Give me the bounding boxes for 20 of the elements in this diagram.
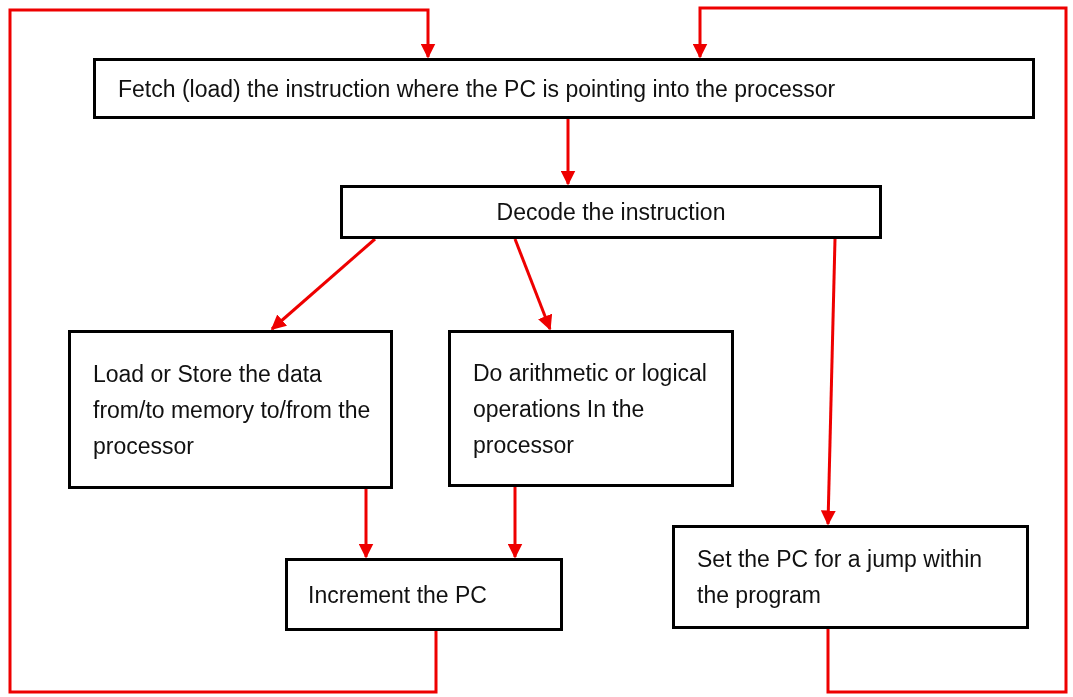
arrow	[270, 237, 376, 331]
process-box	[448, 330, 734, 487]
arrow	[513, 238, 553, 331]
arrow	[692, 6, 1068, 694]
box-text: Do arithmetic or logical operations In the processor	[473, 358, 708, 460]
process-box	[340, 185, 882, 239]
process-box	[68, 330, 393, 489]
arrow	[8, 8, 438, 694]
process-box	[672, 525, 1029, 629]
process-box	[93, 58, 1035, 119]
box-text: Load or Store the data from/to memory to/from the processor	[93, 359, 372, 461]
arrow	[560, 119, 576, 186]
arrow	[507, 487, 523, 559]
arrow	[820, 238, 837, 526]
arrow	[358, 489, 374, 559]
process-box	[285, 558, 563, 631]
box-text: Fetch (load) the instruction where the PC is pointing into the processor	[118, 74, 836, 104]
box-text: Decode the instruction	[496, 198, 726, 227]
box-text: Increment the PC	[308, 580, 487, 610]
box-text: Set the PC for a jump within the program	[697, 545, 984, 610]
